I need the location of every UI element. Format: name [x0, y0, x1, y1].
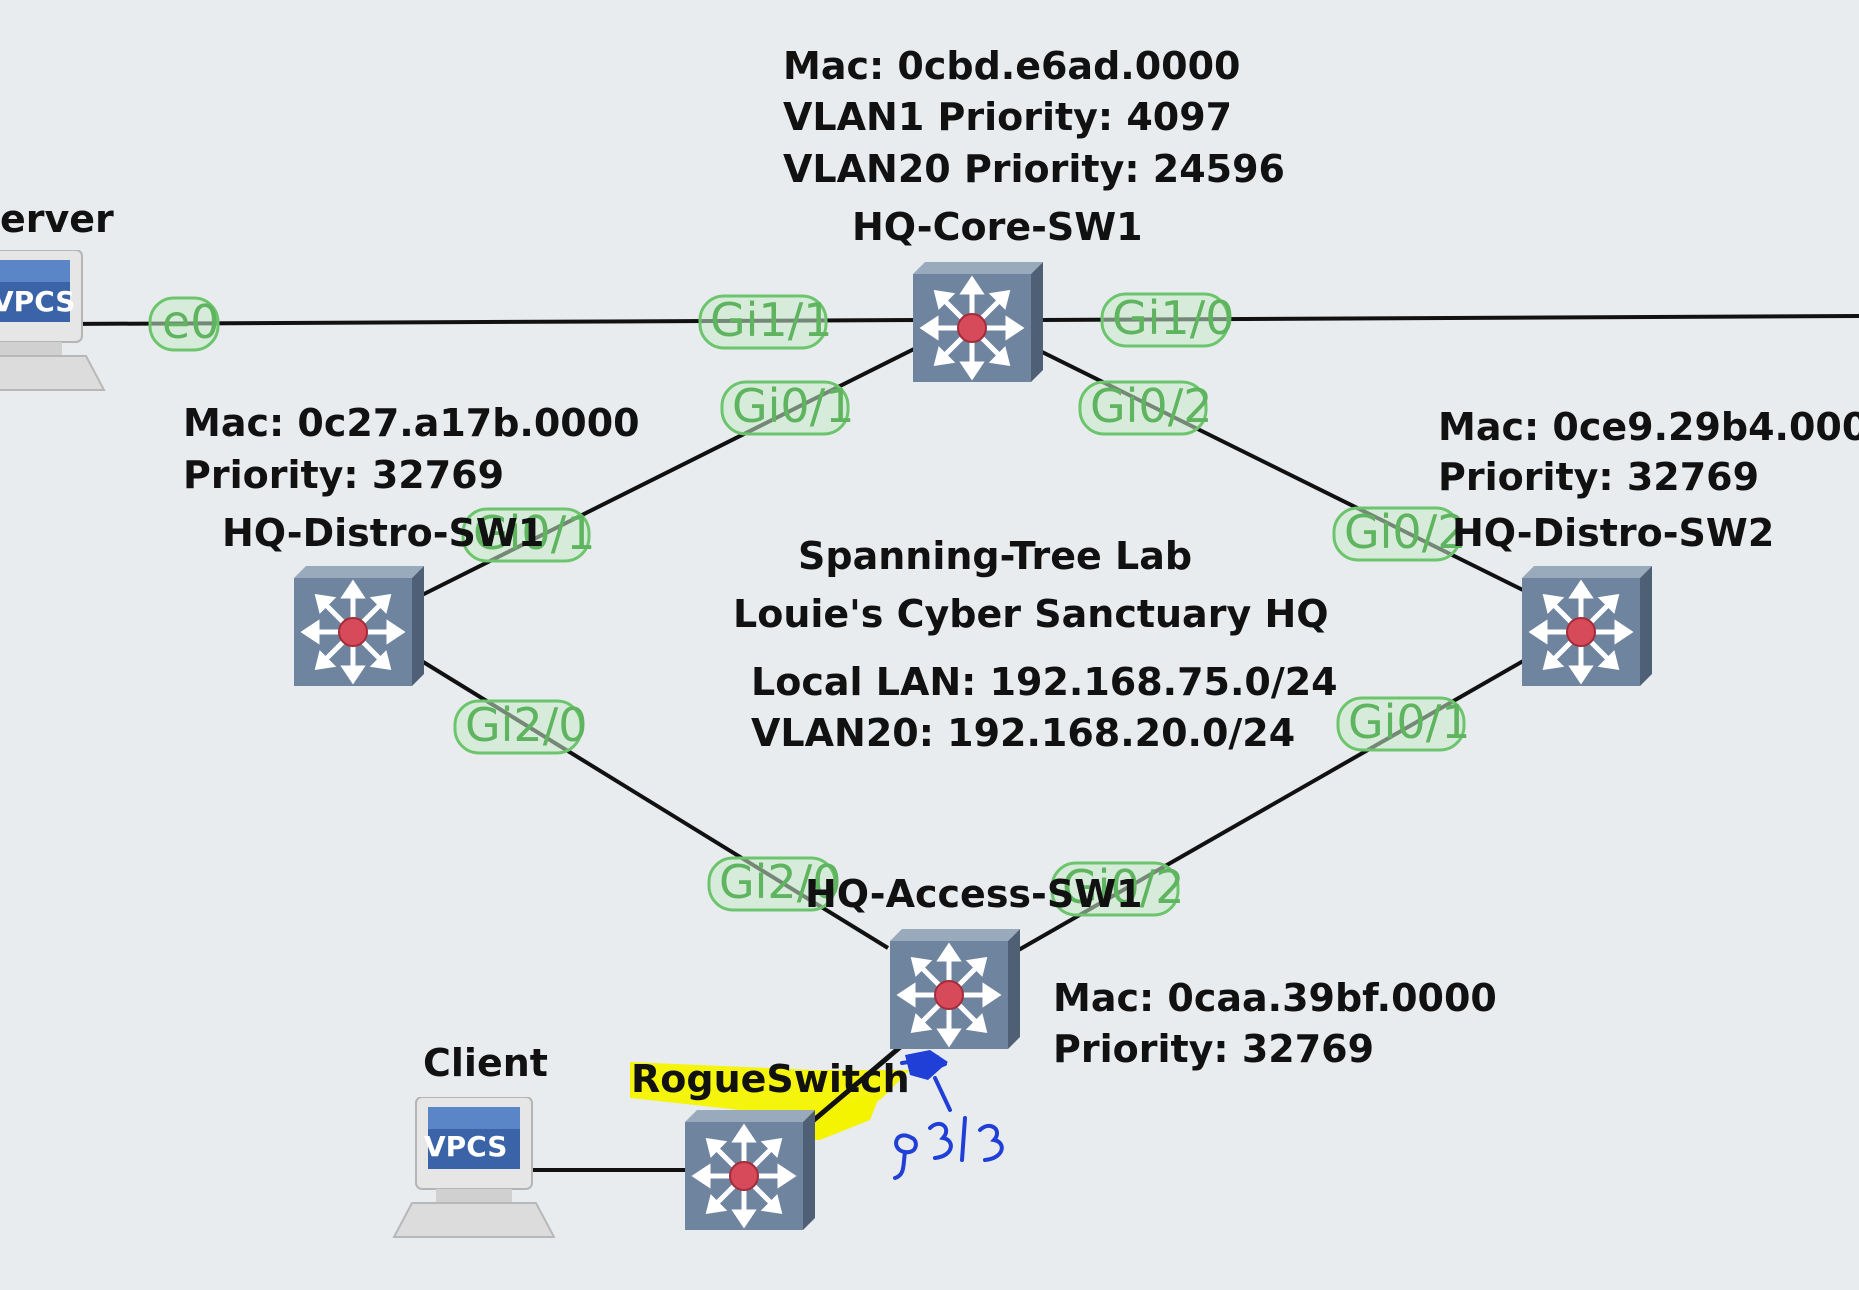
core-name: HQ-Core-SW1 — [852, 205, 1143, 249]
distro2-switch-icon[interactable] — [1522, 566, 1652, 686]
port-d1-gi0-1: Gi0/1 — [461, 506, 595, 563]
access-priority: Priority: 32769 — [1053, 1027, 1374, 1071]
svg-text:Gi0/1: Gi0/1 — [1348, 695, 1470, 749]
client-name: Client — [423, 1041, 548, 1085]
port-acc-gi0-2: Gi0/2 — [1050, 860, 1184, 917]
svg-text:e0: e0 — [162, 295, 220, 349]
distro2-name: HQ-Distro-SW2 — [1452, 511, 1774, 555]
distro1-name: HQ-Distro-SW1 — [222, 511, 544, 555]
server-badge: VPCS — [0, 285, 75, 318]
server-name: erver — [0, 197, 114, 241]
port-core-gi1-1: Gi1/1 — [698, 293, 832, 350]
highlight-marker — [630, 1062, 910, 1135]
port-core-gi1-0: Gi1/0 — [1100, 291, 1234, 348]
annotation-text: g3/3 — [890, 1199, 893, 1201]
port-d2-gi0-1: Gi0/1 — [1336, 695, 1470, 752]
device-labels: Mac: 0cbd.e6ad.0000 VLAN1 Priority: 4097… — [0, 44, 1859, 1101]
svg-text:Gi0/2: Gi0/2 — [1090, 379, 1212, 433]
core-priority-vlan1: VLAN1 Priority: 4097 — [783, 95, 1232, 139]
svg-text:Gi0/2: Gi0/2 — [1344, 505, 1466, 559]
client-pc-icon — [392, 1097, 556, 1239]
access-mac: Mac: 0caa.39bf.0000 — [1053, 976, 1497, 1020]
core-switch-icon[interactable] — [913, 262, 1043, 382]
port-d1-gi2-0: Gi2/0 — [453, 698, 587, 755]
lab-subtitle: Louie's Cyber Sanctuary HQ — [733, 592, 1329, 636]
port-server-e0: e0 — [148, 295, 220, 352]
client-badge: VPCS — [424, 1130, 507, 1163]
handwritten-annotation — [893, 1050, 1004, 1180]
svg-text:Gi1/1: Gi1/1 — [710, 293, 832, 347]
distro1-priority: Priority: 32769 — [183, 453, 504, 497]
client-pc[interactable]: VPCS — [392, 1097, 556, 1239]
local-lan-subnet: Local LAN: 192.168.75.0/24 — [751, 660, 1338, 704]
server-pc[interactable]: VPCS — [0, 250, 106, 392]
svg-text:Gi1/0: Gi1/0 — [1112, 291, 1234, 345]
access-switch-icon[interactable] — [890, 929, 1020, 1049]
distro2-priority: Priority: 32769 — [1438, 455, 1759, 499]
svg-text:Gi0/1: Gi0/1 — [473, 506, 595, 560]
port-acc-gi2-0: Gi2/0 — [707, 855, 841, 912]
svg-text:Gi0/2: Gi0/2 — [1062, 860, 1184, 914]
access-name: HQ-Access-SW1 — [805, 872, 1143, 916]
port-core-gi0-1: Gi0/1 — [720, 379, 854, 436]
svg-text:Gi0/1: Gi0/1 — [732, 379, 854, 433]
link-rogue-access — [806, 1041, 907, 1127]
vlan20-subnet: VLAN20: 192.168.20.0/24 — [751, 711, 1295, 755]
core-priority-vlan20: VLAN20 Priority: 24596 — [783, 147, 1285, 191]
server-pc-icon — [0, 250, 106, 392]
distro1-switch-icon[interactable] — [294, 566, 424, 686]
port-d2-gi0-2: Gi0/2 — [1332, 505, 1466, 562]
lab-info: Spanning-Tree Lab Louie's Cyber Sanctuar… — [733, 534, 1338, 755]
svg-text:Gi2/0: Gi2/0 — [719, 855, 841, 909]
lab-title: Spanning-Tree Lab — [798, 534, 1192, 578]
distro1-mac: Mac: 0c27.a17b.0000 — [183, 401, 640, 445]
port-core-gi0-2: Gi0/2 — [1078, 379, 1212, 436]
rogue-name: RogueSwitch — [631, 1057, 910, 1101]
port-labels: e0 Gi1/1 Gi1/0 Gi0/1 Gi0/2 Gi0/1 Gi2/0 G… — [148, 291, 1470, 917]
rogue-switch-icon[interactable] — [685, 1110, 815, 1230]
distro2-mac: Mac: 0ce9.29b4.0000 — [1438, 405, 1859, 449]
svg-text:Gi2/0: Gi2/0 — [465, 698, 587, 752]
core-mac: Mac: 0cbd.e6ad.0000 — [783, 44, 1240, 88]
